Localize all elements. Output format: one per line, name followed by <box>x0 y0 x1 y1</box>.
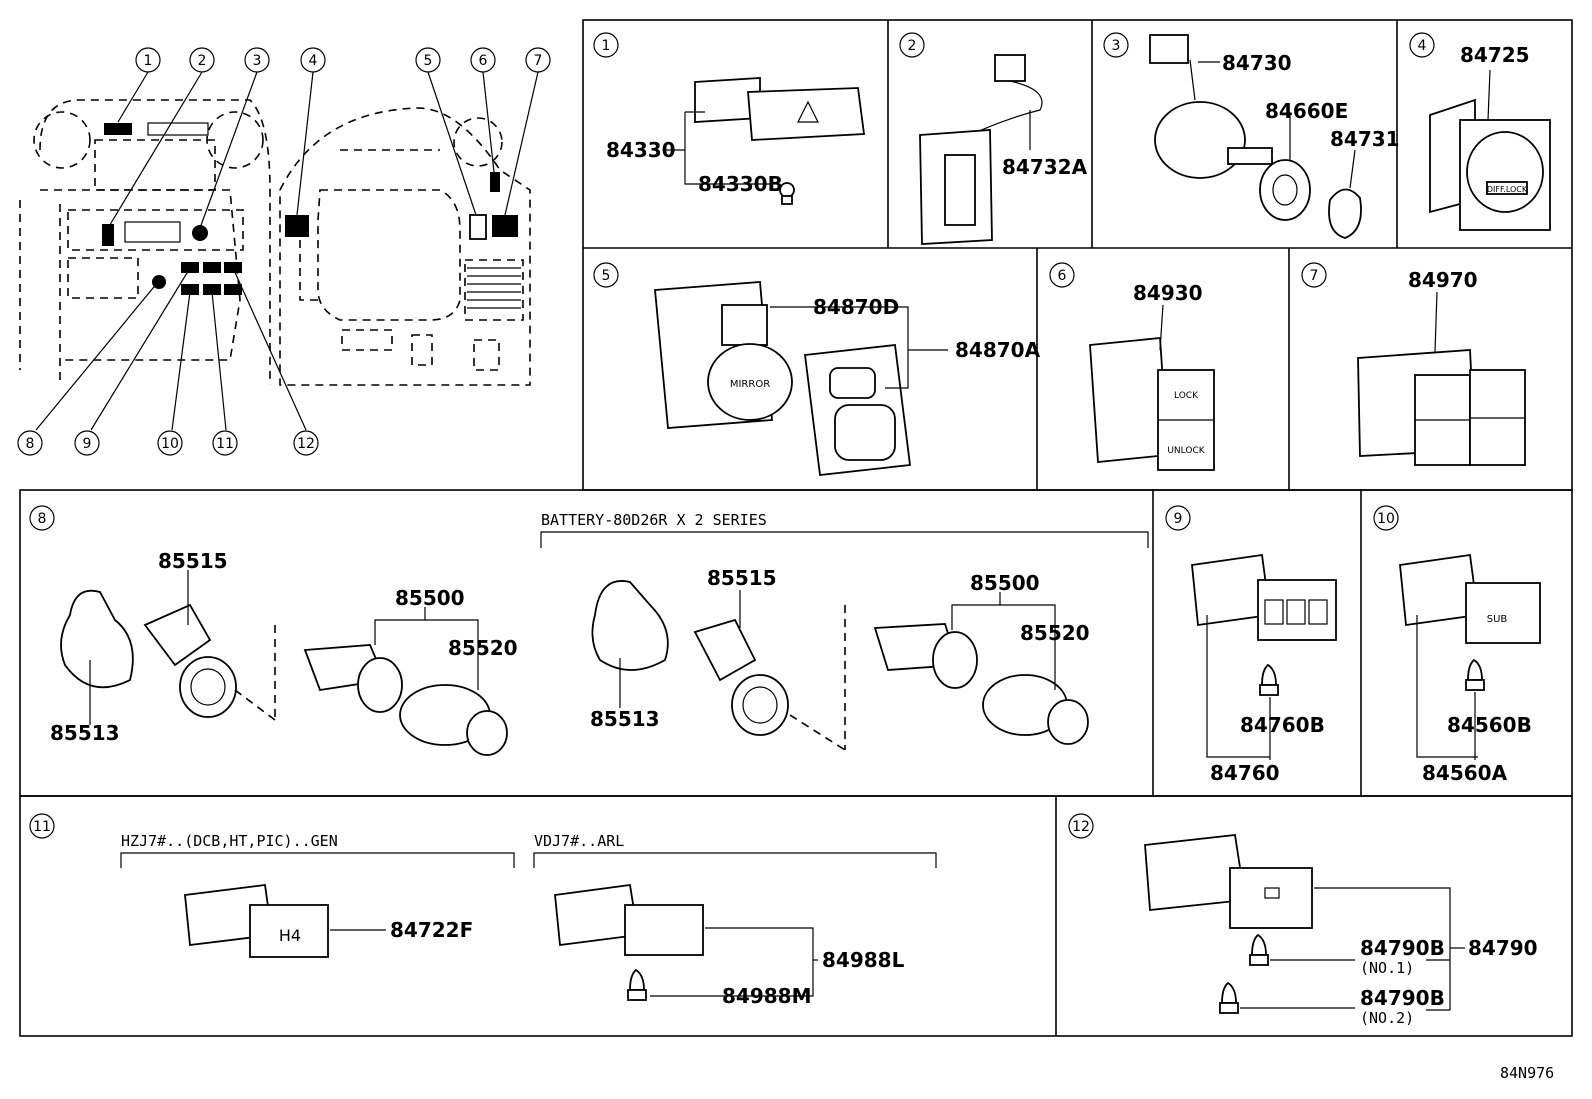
part-84790B-no2: 84790B <box>1360 986 1445 1010</box>
part-84870A: 84870A <box>955 338 1041 362</box>
panel-grid <box>19 19 1573 1037</box>
svg-text:MIRROR: MIRROR <box>730 379 770 390</box>
battery-note: BATTERY-80D26R X 2 SERIES <box>541 511 767 529</box>
part-84760B: 84760B <box>1240 713 1325 737</box>
vdj-note: VDJ7#..ARL <box>534 832 624 850</box>
svg-text:UNLOCK: UNLOCK <box>1167 446 1205 456</box>
svg-text:12: 12 <box>1072 819 1090 835</box>
svg-text:7: 7 <box>1310 268 1319 284</box>
hzj-note: HZJ7#..(DCB,HT,PIC)..GEN <box>121 832 338 850</box>
part-84790B-no1-sub: (NO.1) <box>1360 959 1414 977</box>
panel-1: 1 84330 84330B <box>593 32 866 205</box>
part-85520-b: 85520 <box>1020 621 1090 645</box>
part-84790B-no2-sub: (NO.2) <box>1360 1009 1414 1027</box>
part-84560B: 84560B <box>1447 713 1532 737</box>
part-84730: 84730 <box>1222 51 1292 75</box>
overview-callouts <box>35 71 539 431</box>
part-84790: 84790 <box>1468 936 1538 960</box>
part-84330B: 84330B <box>698 172 783 196</box>
svg-text:5: 5 <box>602 268 611 284</box>
panel-8: 8 85515 85500 85520 85513 BATTERY-80D26R… <box>29 505 1149 756</box>
callout-3: 3 <box>253 53 262 69</box>
part-84970: 84970 <box>1408 268 1478 292</box>
callout-5: 5 <box>424 53 433 69</box>
svg-text:9: 9 <box>1174 511 1183 527</box>
dashboard-overview <box>19 99 531 386</box>
svg-text:SUB: SUB <box>1487 614 1508 625</box>
callout-12: 12 <box>297 436 315 452</box>
panel-10: 10 SUB 84560B 84560A <box>1373 505 1541 785</box>
svg-text:8: 8 <box>38 511 47 527</box>
part-84722F: 84722F <box>390 918 473 942</box>
diagram-code: 84N976 <box>1500 1064 1554 1082</box>
svg-text:H4: H4 <box>279 926 301 945</box>
svg-text:3: 3 <box>1112 38 1121 54</box>
callout-1: 1 <box>144 53 153 69</box>
panel-11: 11 HZJ7#..(DCB,HT,PIC)..GEN VDJ7#..ARL H… <box>29 813 937 1008</box>
part-84330: 84330 <box>606 138 676 162</box>
part-84760: 84760 <box>1210 761 1280 785</box>
svg-text:4: 4 <box>1418 38 1427 54</box>
panel-7: 7 84970 <box>1301 262 1526 466</box>
part-85500-b: 85500 <box>970 571 1040 595</box>
part-84930: 84930 <box>1133 281 1203 305</box>
svg-text:LOCK: LOCK <box>1174 391 1199 401</box>
part-84731: 84731 <box>1330 127 1400 151</box>
part-85515-a: 85515 <box>158 549 228 573</box>
part-85513-a: 85513 <box>50 721 120 745</box>
svg-text:6: 6 <box>1058 268 1067 284</box>
part-84725: 84725 <box>1460 43 1530 67</box>
part-84988M: 84988M <box>722 984 811 1008</box>
panel-4: 4 DIFF.LOCK 84725 <box>1409 32 1551 231</box>
part-84988L: 84988L <box>822 948 905 972</box>
part-84732A: 84732A <box>1002 155 1088 179</box>
panel-12: 12 84790 84790B (NO.1) 84790B (NO.2) <box>1068 813 1538 1027</box>
part-85520-a: 85520 <box>448 636 518 660</box>
svg-text:11: 11 <box>33 819 51 835</box>
part-84790B-no1: 84790B <box>1360 936 1445 960</box>
callout-10: 10 <box>161 436 179 452</box>
callout-4: 4 <box>309 53 318 69</box>
callout-11: 11 <box>216 436 234 452</box>
callout-6: 6 <box>479 53 488 69</box>
svg-text:2: 2 <box>908 38 917 54</box>
panel-6: 6 LOCK UNLOCK 84930 <box>1049 262 1215 471</box>
part-85500-a: 85500 <box>395 586 465 610</box>
part-85515-b: 85515 <box>707 566 777 590</box>
part-84660E: 84660E <box>1265 99 1348 123</box>
panel-2: 2 84732A <box>899 32 1088 245</box>
callout-2: 2 <box>198 53 207 69</box>
part-85513-b: 85513 <box>590 707 660 731</box>
panel-9: 9 84760B 84760 <box>1165 505 1337 785</box>
panel-5: 5 MIRROR 84870D 84870A <box>593 262 1041 476</box>
part-84870D: 84870D <box>813 295 899 319</box>
callout-9: 9 <box>83 436 92 452</box>
callout-circles: 1 2 3 4 5 6 7 8 9 10 11 12 <box>17 47 551 456</box>
callout-7: 7 <box>534 53 543 69</box>
callout-8: 8 <box>26 436 35 452</box>
svg-text:1: 1 <box>602 38 611 54</box>
panel-3: 3 84730 84660E 84731 <box>1103 32 1400 239</box>
svg-text:DIFF.LOCK: DIFF.LOCK <box>1487 185 1528 194</box>
part-84560A: 84560A <box>1422 761 1508 785</box>
svg-text:10: 10 <box>1377 511 1395 527</box>
